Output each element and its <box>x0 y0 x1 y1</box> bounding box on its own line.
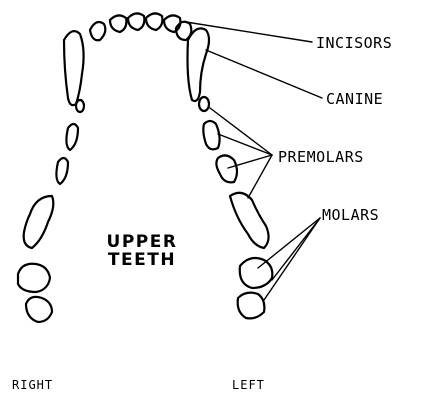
left-side-label: LEFT <box>232 378 265 392</box>
molars-label: MOLARS <box>322 208 379 223</box>
center-title-line2: TEETH <box>92 252 192 270</box>
incisor-tooth <box>146 13 162 30</box>
premolar-tooth <box>66 124 78 150</box>
premolar-tooth <box>24 196 54 248</box>
incisor-tooth <box>110 15 126 32</box>
molar-tooth <box>26 297 52 322</box>
premolar-tooth <box>76 100 84 112</box>
premolar-tooth <box>56 158 68 184</box>
right-canine <box>64 31 84 105</box>
center-title: UPPER TEETH <box>92 234 192 270</box>
molars-leader <box>264 218 320 300</box>
canine-label: CANINE <box>326 92 383 107</box>
premolars-leader <box>218 134 272 155</box>
premolar-tooth <box>216 155 237 182</box>
molar-tooth <box>240 258 273 288</box>
molar-tooth <box>238 293 265 319</box>
premolar-tooth <box>199 97 209 111</box>
molar-tooth <box>18 264 50 292</box>
premolars-label: PREMOLARS <box>278 150 364 165</box>
canine-leader <box>206 50 322 98</box>
incisors-label: INCISORS <box>316 36 392 51</box>
premolar-tooth <box>203 121 219 149</box>
incisor-tooth <box>128 13 144 30</box>
right-side-label: RIGHT <box>12 378 53 392</box>
incisor-teeth <box>90 13 191 40</box>
incisors-leader <box>186 22 312 42</box>
molars-leader <box>272 218 320 280</box>
left-molars <box>238 258 273 318</box>
left-premolars <box>199 97 269 248</box>
right-premolars <box>24 100 84 248</box>
right-molars <box>18 264 52 322</box>
incisor-tooth <box>90 22 105 40</box>
premolar-tooth <box>230 193 269 248</box>
left-canine <box>188 28 210 101</box>
